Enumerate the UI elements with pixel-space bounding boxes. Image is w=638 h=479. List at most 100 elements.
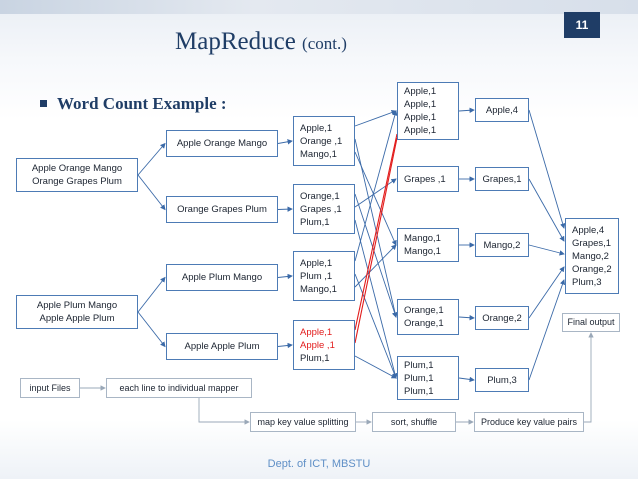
shuffle-group-grapes: Grapes ,1: [397, 166, 459, 192]
final-arrow: [528, 279, 566, 381]
shuffle-arrow: [354, 355, 397, 379]
split-text: Orange Grapes Plum: [177, 204, 267, 215]
final-arrow: [528, 244, 565, 256]
map-arrow: [277, 139, 293, 145]
input-line: Apple Orange Mango: [31, 163, 123, 174]
shuffle-arrow: [354, 244, 397, 288]
reducer-output-mango: Mango,2: [475, 233, 529, 257]
shuffle-arrow: [354, 193, 398, 318]
pair: Mango,2: [483, 239, 521, 251]
step-produce-pairs: Produce key value pairs: [474, 412, 584, 432]
pair: Orange ,1: [300, 135, 343, 147]
pair: Orange,1: [404, 305, 444, 316]
pair: Mango,1: [404, 233, 441, 244]
pair-highlighted: Apple ,1: [300, 339, 335, 351]
input-line: Orange Grapes Plum: [32, 176, 122, 187]
split-arrow: [137, 174, 166, 211]
pair: Apple,4: [485, 104, 519, 116]
pair: Mango,1: [300, 283, 337, 295]
final-arrow: [528, 266, 565, 319]
pair: Plum,1: [300, 352, 330, 364]
pair: Apple,1: [300, 257, 333, 269]
final-arrow: [528, 109, 566, 229]
split-arrow: [137, 142, 166, 176]
split-line-4: Apple Apple Plum: [166, 333, 278, 360]
shuffle-group-plum: Plum,1 Plum,1 Plum,1: [397, 356, 459, 400]
input-line: Apple Apple Plum: [39, 313, 115, 324]
shuffle-group-apple: Apple,1 Apple,1 Apple,1 Apple,1: [397, 82, 459, 140]
pair: Orange,1: [300, 190, 340, 202]
map-arrow: [277, 273, 293, 280]
slide-footer: Dept. of ICT, MBSTU: [267, 458, 371, 470]
bullet-heading: Word Count Example :: [40, 94, 227, 114]
reducer-output-plum: Plum,3: [475, 368, 529, 392]
mapper-output-2: Orange,1 Grapes ,1 Plum,1: [293, 184, 355, 234]
reducer-output-orange: Orange,2: [475, 306, 529, 330]
shuffle-arrow: [354, 110, 397, 127]
slide-title: MapReduce (cont.): [175, 28, 347, 56]
pair: Mango,1: [300, 148, 337, 160]
final-arrow: [528, 178, 565, 242]
pair: Orange,2: [572, 263, 612, 275]
step-sort-shuffle: sort, shuffle: [372, 412, 456, 432]
step-text: each line to individual mapper: [119, 382, 239, 393]
step-text: sort, shuffle: [390, 416, 438, 427]
split-text: Apple Apple Plum: [184, 341, 260, 352]
split-arrow: [137, 276, 166, 313]
slide-number: 11: [564, 12, 600, 38]
step-text: input Files: [29, 382, 71, 393]
step-input-files: input Files: [20, 378, 80, 398]
pair: Plum,1: [404, 385, 434, 397]
final-output-box: Apple,4 Grapes,1 Mango,2 Orange,2 Plum,3: [565, 218, 619, 294]
shuffle-group-orange: Orange,1 Orange,1: [397, 299, 459, 335]
pair: Plum,3: [572, 276, 602, 288]
map-arrow: [277, 206, 293, 212]
mapper-output-1: Apple,1 Orange ,1 Mango,1: [293, 116, 355, 166]
pair: Orange,1: [404, 318, 444, 329]
step-text: map key value splitting: [257, 416, 349, 427]
split-text: Apple Plum Mango: [181, 272, 263, 283]
input-document-1: Apple Orange Mango Orange Grapes Plum: [16, 158, 138, 192]
shuffle-arrow-highlighted: [354, 137, 398, 344]
pair: Grapes,1: [572, 237, 612, 249]
pair: Apple,1: [404, 99, 437, 110]
step-arrow: [198, 398, 250, 425]
pair-highlighted: Apple,1: [300, 326, 333, 338]
split-line-1: Apple Orange Mango: [166, 130, 278, 157]
step-map-split: map key value splitting: [250, 412, 356, 432]
pair: Mango,2: [572, 250, 609, 262]
pair: Plum,1: [300, 216, 330, 228]
pair: Apple,1: [404, 86, 437, 97]
shuffle-arrow: [354, 151, 397, 246]
top-band: [0, 0, 638, 14]
pair: Apple,4: [572, 224, 605, 236]
input-line: Apple Plum Mango: [36, 300, 118, 311]
step-text: Produce key value pairs: [480, 416, 578, 427]
title-main: MapReduce: [175, 28, 296, 55]
shuffle-arrow: [354, 273, 397, 379]
pair: Plum,3: [487, 374, 517, 386]
pair: Mango,1: [404, 246, 441, 257]
pair: Grapes ,1: [300, 203, 342, 215]
split-arrow: [137, 311, 166, 348]
pair: Orange,2: [482, 312, 522, 324]
bullet-marker: [40, 99, 47, 107]
bullet-text: Word Count Example :: [57, 94, 227, 113]
step-line-to-mapper: each line to individual mapper: [106, 378, 252, 398]
shuffle-arrow: [354, 178, 397, 208]
shuffle-group-mango: Mango,1 Mango,1: [397, 228, 459, 262]
final-output-label: Final output: [562, 313, 620, 332]
pair: Grapes ,1: [404, 173, 446, 185]
split-line-2: Orange Grapes Plum: [166, 196, 278, 223]
reducer-output-apple: Apple,4: [475, 98, 529, 122]
reduce-arrow: [458, 107, 475, 113]
split-line-3: Apple Plum Mango: [166, 264, 278, 291]
split-text: Apple Orange Mango: [176, 138, 268, 149]
pair: Apple,1: [404, 125, 437, 136]
pair: Apple,1: [404, 112, 437, 123]
shuffle-arrow: [354, 138, 398, 318]
reduce-arrow: [458, 376, 475, 383]
map-arrow: [277, 342, 293, 349]
shuffle-arrow-highlighted: [354, 133, 398, 331]
